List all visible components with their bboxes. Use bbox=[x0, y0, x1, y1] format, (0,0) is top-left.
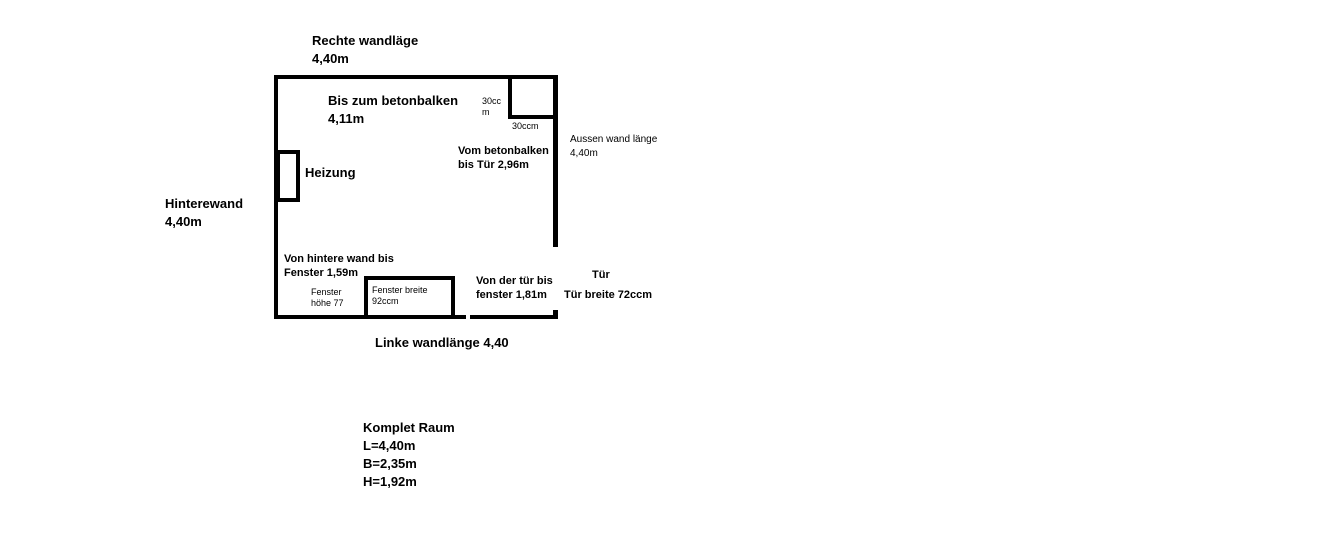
heater bbox=[276, 150, 300, 202]
beam-side-label-1: 30cc bbox=[482, 96, 502, 106]
beam-to-door-2: bis Tür 2,96m bbox=[458, 159, 529, 171]
beam-bottom-label: 30ccm bbox=[512, 121, 539, 131]
beam-distance-title: Bis zum betonbalken bbox=[328, 93, 459, 108]
right-wall bbox=[553, 75, 558, 247]
right-wall-title: Rechte wandläge bbox=[312, 33, 419, 48]
outer-wall-title: Aussen wand länge bbox=[570, 134, 658, 145]
concrete-beam bbox=[508, 75, 558, 119]
complete-room-length: L=4,40m bbox=[363, 438, 416, 453]
back-wall-value: 4,40m bbox=[165, 214, 202, 229]
window-width-2: 92ccm bbox=[372, 296, 399, 306]
window-width-1: Fenster breite bbox=[372, 285, 428, 295]
back-to-window-1: Von hintere wand bis bbox=[284, 253, 394, 265]
door-label: Tür bbox=[592, 269, 610, 281]
window-height-2: höhe 77 bbox=[311, 298, 344, 308]
window bbox=[364, 276, 455, 319]
complete-room-height: H=1,92m bbox=[363, 474, 417, 489]
outer-wall-value: 4,40m bbox=[570, 148, 598, 159]
beam-distance-value: 4,11m bbox=[328, 111, 365, 126]
complete-room-width: B=2,35m bbox=[363, 456, 417, 471]
bottom-wall-right bbox=[470, 315, 558, 319]
beam-side-label-2: m bbox=[482, 107, 490, 117]
door-to-window-1: Von der tür bis bbox=[476, 275, 553, 287]
window-height-1: Fenster bbox=[311, 287, 342, 297]
beam-to-door-1: Vom betonbalken bbox=[458, 145, 549, 157]
top-wall bbox=[274, 75, 558, 79]
complete-room-title: Komplet Raum bbox=[363, 420, 455, 435]
door-width-label: Tür breite 72ccm bbox=[564, 289, 653, 301]
back-to-window-2: Fenster 1,59m bbox=[284, 267, 358, 279]
back-wall-title: Hinterewand bbox=[165, 196, 244, 211]
door-jamb bbox=[553, 310, 558, 319]
heater-label: Heizung bbox=[305, 165, 356, 180]
left-wall-length: Linke wandlänge 4,40 bbox=[375, 335, 509, 350]
right-wall-value: 4,40m bbox=[312, 51, 349, 66]
door-to-window-2: fenster 1,81m bbox=[476, 289, 547, 301]
